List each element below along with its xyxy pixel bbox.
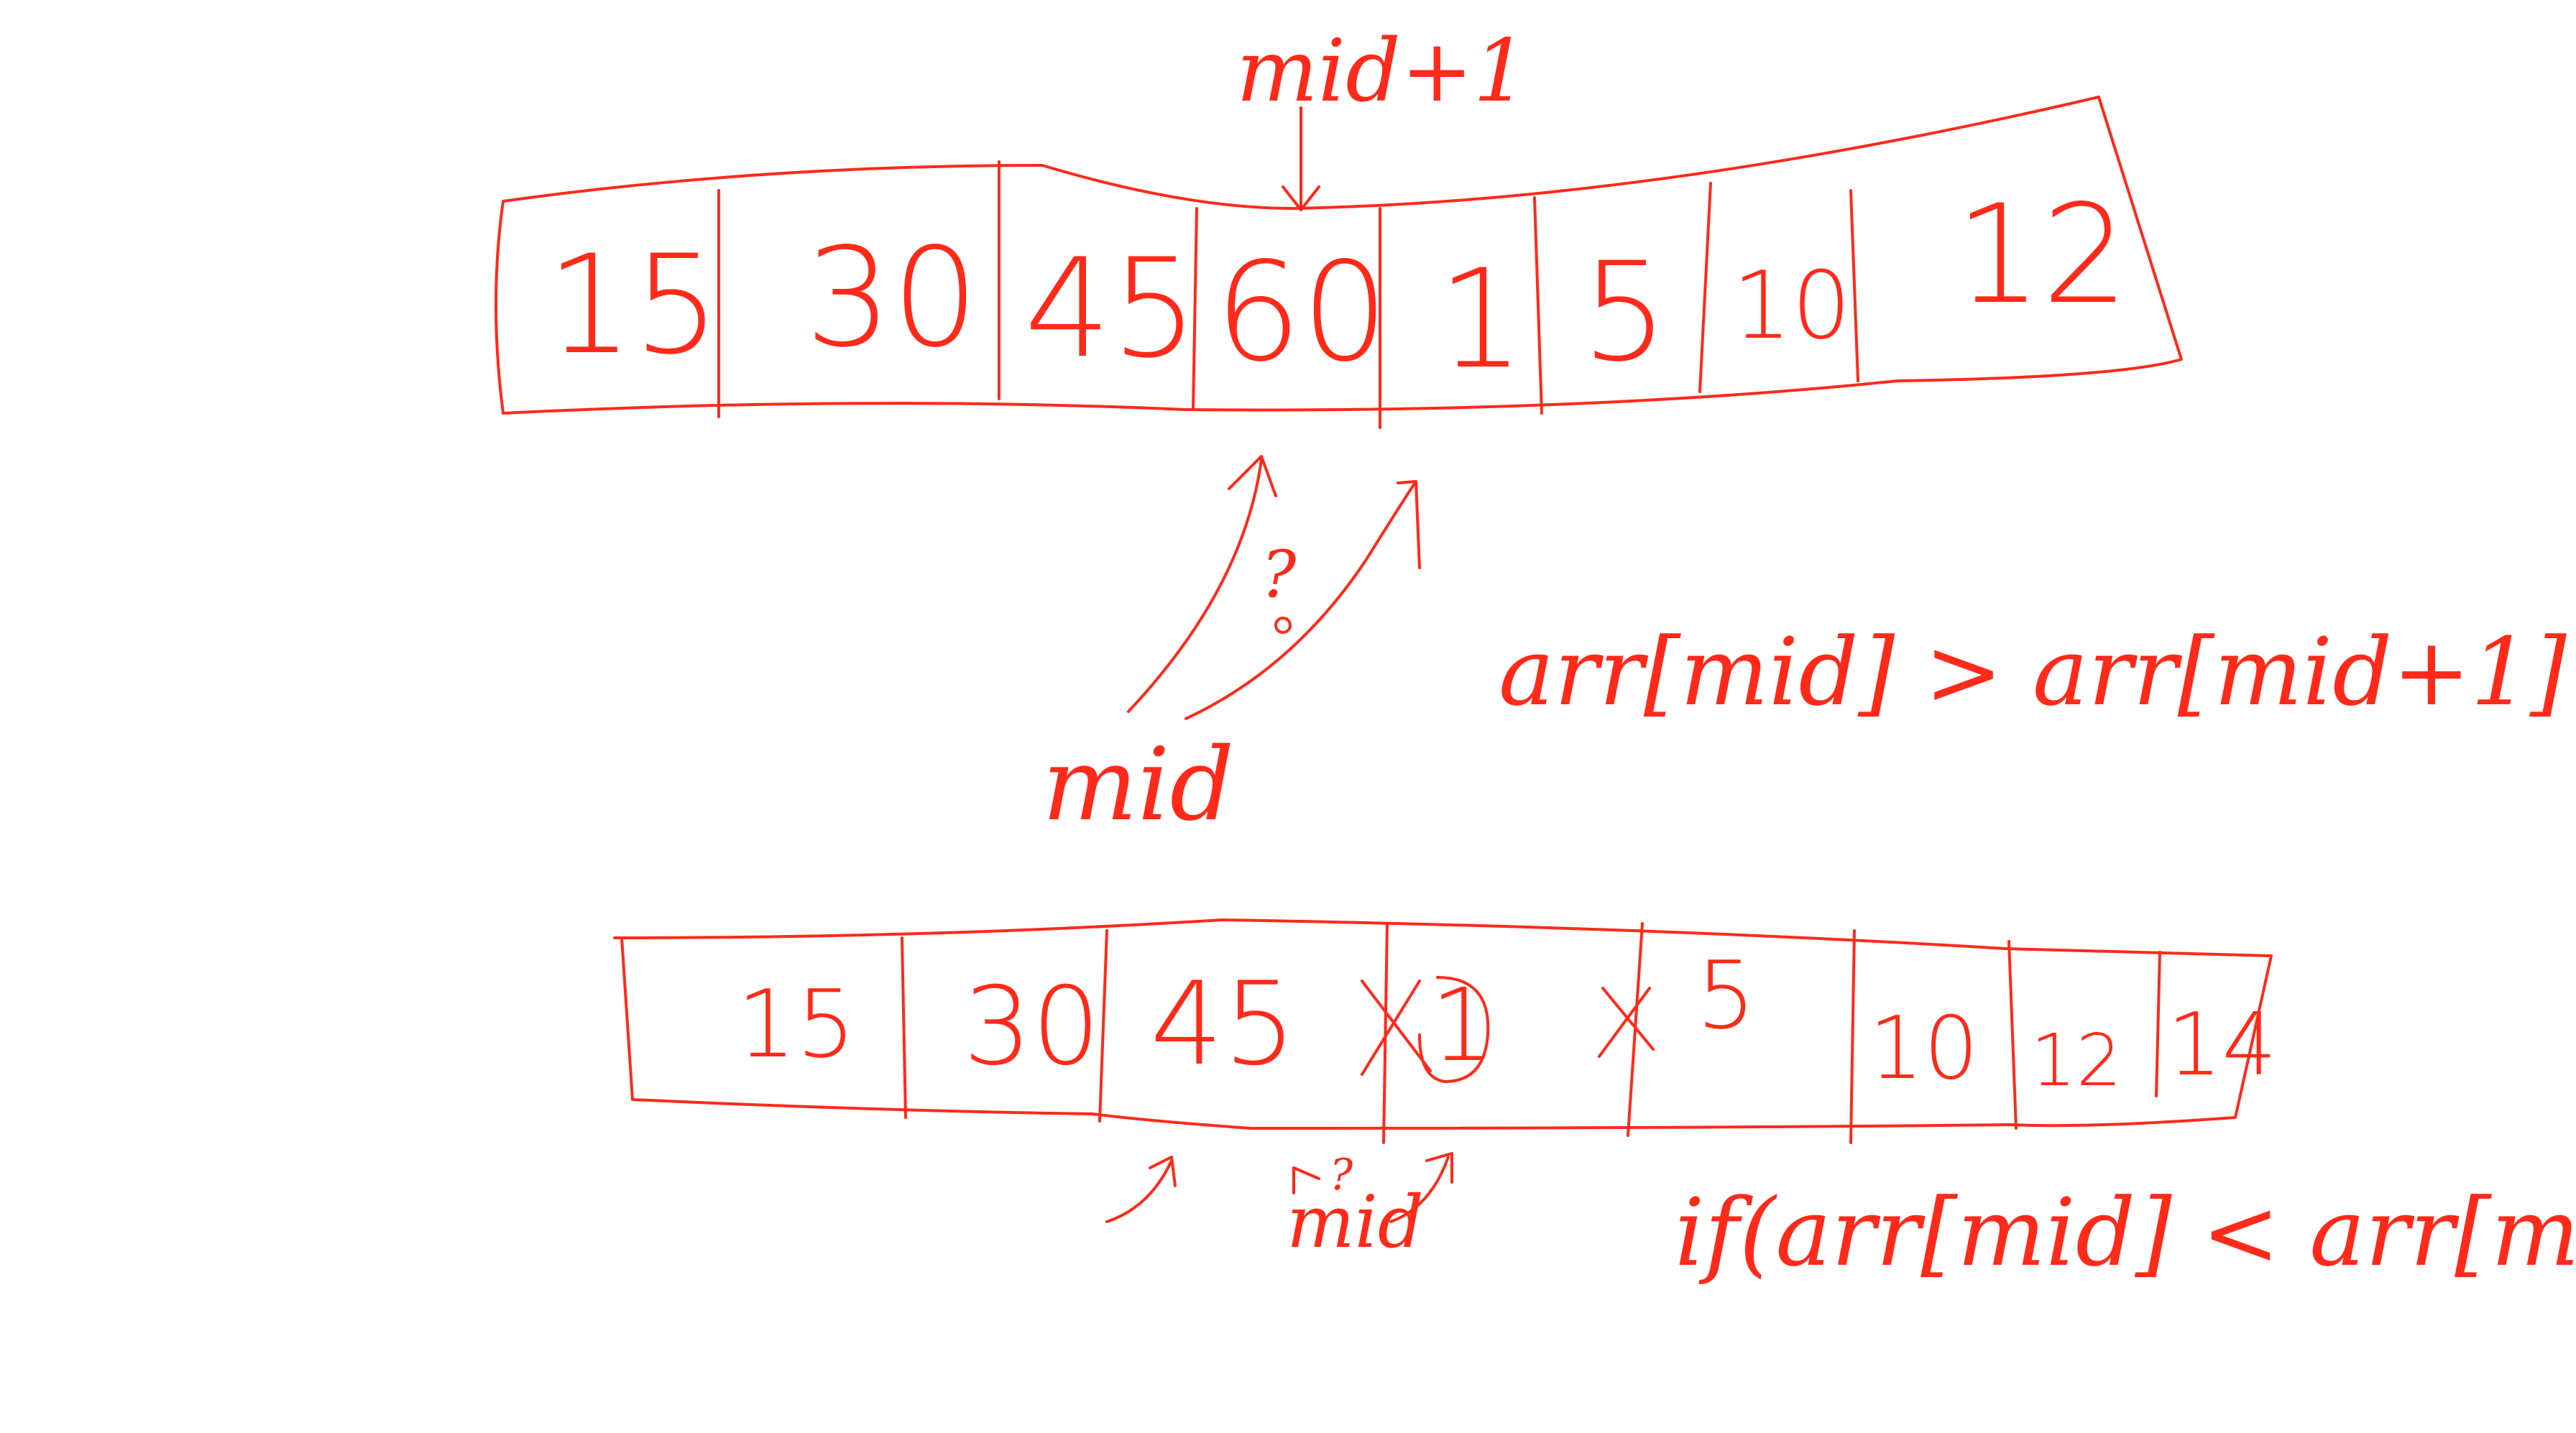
top-question-dot	[1274, 617, 1292, 634]
top-cell-value: 30	[805, 218, 979, 377]
top-mid-plus-one-arrow-icon	[1282, 106, 1320, 211]
bottom-cell-value: 15	[737, 969, 855, 1079]
top-divider-7	[1849, 189, 1859, 382]
top-array	[494, 96, 2183, 429]
bottom-cell-value: 12	[2030, 1018, 2122, 1102]
bottom-arrows-icon	[1105, 1152, 1453, 1223]
bottom-divider-2	[1098, 929, 1108, 1123]
top-divider-3	[1192, 207, 1198, 411]
top-cell-value: 5	[1581, 233, 1668, 392]
bottom-divider-7	[2155, 951, 2161, 1097]
bottom-array	[613, 918, 2273, 1144]
bottom-divider-1	[901, 936, 907, 1119]
bottom-divider-3	[1382, 922, 1389, 1144]
top-condition-text: arr[mid] > arr[mid+1]	[1499, 617, 2567, 727]
bottom-cross-icon	[1361, 980, 1655, 1076]
top-cell-value: 60	[1215, 233, 1389, 392]
bottom-cell-value: 1	[1430, 967, 1494, 1084]
top-cell-value: 1	[1438, 240, 1524, 399]
bottom-array-outline	[613, 918, 2273, 1130]
top-question-mark: ?	[1261, 537, 1297, 612]
bottom-cell-value: 5	[1696, 941, 1756, 1050]
bottom-question-mark: ?	[1330, 1150, 1353, 1200]
top-mid-plus-one-label: mid+1	[1236, 22, 1528, 121]
bottom-highlight-circle	[1418, 976, 1490, 1083]
bottom-cell-value: 10	[1869, 999, 1979, 1099]
top-cell-value: 12	[1955, 175, 2129, 334]
top-divider-5	[1533, 196, 1543, 415]
top-divider-6	[1698, 182, 1712, 393]
top-mid-arrows-icon	[1127, 455, 1421, 720]
top-cell-value: 15	[546, 226, 720, 384]
top-mid-label: mid	[1042, 727, 1234, 844]
bottom-divider-6	[2007, 940, 2018, 1130]
bottom-condition-text: if(arr[mid] < arr[mid-1])	[1675, 1178, 2576, 1287]
bottom-cell-value: 45	[1150, 957, 1297, 1091]
top-array-outline	[494, 96, 2183, 415]
bottom-cell-value: 14	[2167, 995, 2277, 1095]
top-array-values: 15 30 45 60 1 5 10 12	[546, 175, 2129, 399]
bottom-array-values: 15 30 45 1 5 10 12 14	[737, 941, 2277, 1102]
top-cell-value: 45	[1024, 229, 1198, 388]
top-cell-value: 10	[1732, 251, 1851, 360]
bottom-divider-5	[1849, 929, 1856, 1144]
bottom-mid-label: mid	[1287, 1180, 1424, 1264]
bottom-cell-value: 30	[963, 964, 1100, 1089]
